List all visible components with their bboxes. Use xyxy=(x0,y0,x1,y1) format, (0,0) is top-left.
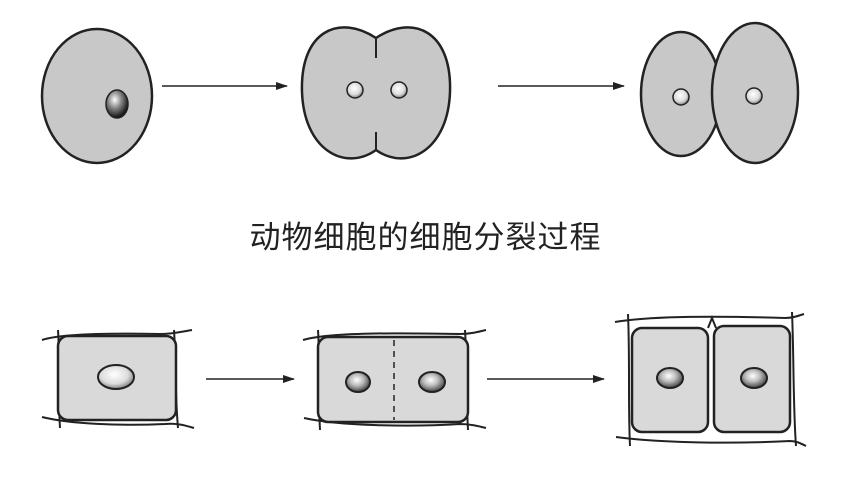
nucleus-left xyxy=(673,89,689,105)
nucleus-left xyxy=(657,368,683,388)
nucleus-right xyxy=(741,368,767,388)
nucleus xyxy=(98,365,134,389)
nucleus-right xyxy=(419,372,445,392)
animal-cell-stage-2 xyxy=(302,27,450,158)
plant-cell-stage-1 xyxy=(42,330,194,428)
diagram-caption: 动物细胞的细胞分裂过程 xyxy=(0,212,851,257)
nucleus-right xyxy=(746,88,762,104)
plant-cell-stage-3 xyxy=(615,312,806,446)
animal-cell-stage-3 xyxy=(641,23,798,163)
nucleus-left xyxy=(346,372,370,392)
nucleus-right xyxy=(391,82,407,98)
animal-cell-stage-1 xyxy=(42,29,152,163)
nucleus-left xyxy=(347,82,363,98)
plant-cell-stage-2 xyxy=(303,330,486,430)
nucleus xyxy=(106,90,128,118)
